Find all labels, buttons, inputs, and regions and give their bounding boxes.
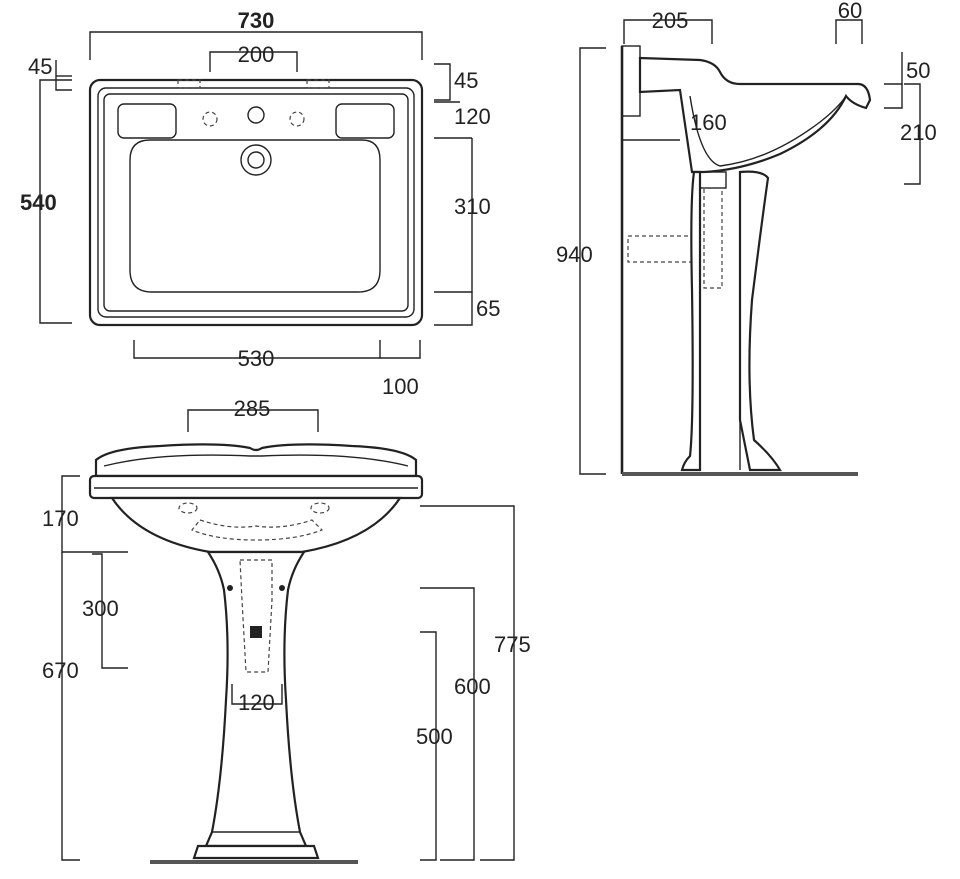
dim-160: 160 xyxy=(690,110,727,135)
dim-45-right: 45 xyxy=(454,68,478,93)
dim-205: 205 xyxy=(652,8,689,33)
basin-profile-side xyxy=(638,56,872,174)
dim-200: 200 xyxy=(238,42,275,67)
dim-300: 300 xyxy=(82,596,119,621)
dim-940: 940 xyxy=(556,242,593,267)
dim-500: 500 xyxy=(416,724,453,749)
dim-120-front: 120 xyxy=(238,690,275,715)
dim-310: 310 xyxy=(454,194,491,219)
drain-outer xyxy=(240,144,272,176)
basin-rim-front xyxy=(88,474,424,500)
bowl-top xyxy=(129,139,381,293)
dim-210: 210 xyxy=(900,120,937,145)
dim-285: 285 xyxy=(234,396,271,421)
dim-540: 540 xyxy=(20,190,57,215)
dim-775: 775 xyxy=(494,632,531,657)
basin-backsplash xyxy=(94,443,418,478)
dim-100: 100 xyxy=(382,374,419,399)
dim-120-right: 120 xyxy=(454,104,491,129)
dim-670: 670 xyxy=(42,658,79,683)
tap-hole-right xyxy=(289,111,305,127)
dim-50: 50 xyxy=(906,58,930,83)
top-view: 730 200 45 540 45 120 310 65 530 100 xyxy=(20,8,500,399)
front-view: 285 170 300 670 120 775 600 500 xyxy=(42,396,531,864)
dim-730: 730 xyxy=(238,8,275,33)
tap-hole-center xyxy=(247,106,265,124)
dim-530: 530 xyxy=(238,346,275,371)
side-view: 205 60 50 210 160 940 xyxy=(556,0,937,476)
dim-45-left: 45 xyxy=(28,54,52,79)
soap-ledge-left xyxy=(117,103,177,139)
basin-bowl-front xyxy=(109,496,403,554)
waste-outlet xyxy=(250,626,262,638)
basin-outline-top xyxy=(88,78,424,327)
drain-inner xyxy=(247,151,265,169)
tap-hole-left xyxy=(202,111,218,127)
dim-60: 60 xyxy=(838,0,862,23)
pedestal-base xyxy=(192,844,320,860)
pedestal-side xyxy=(738,170,782,472)
soap-ledge-right xyxy=(335,103,395,139)
dim-600: 600 xyxy=(454,674,491,699)
dim-170: 170 xyxy=(42,506,79,531)
dim-65: 65 xyxy=(476,296,500,321)
